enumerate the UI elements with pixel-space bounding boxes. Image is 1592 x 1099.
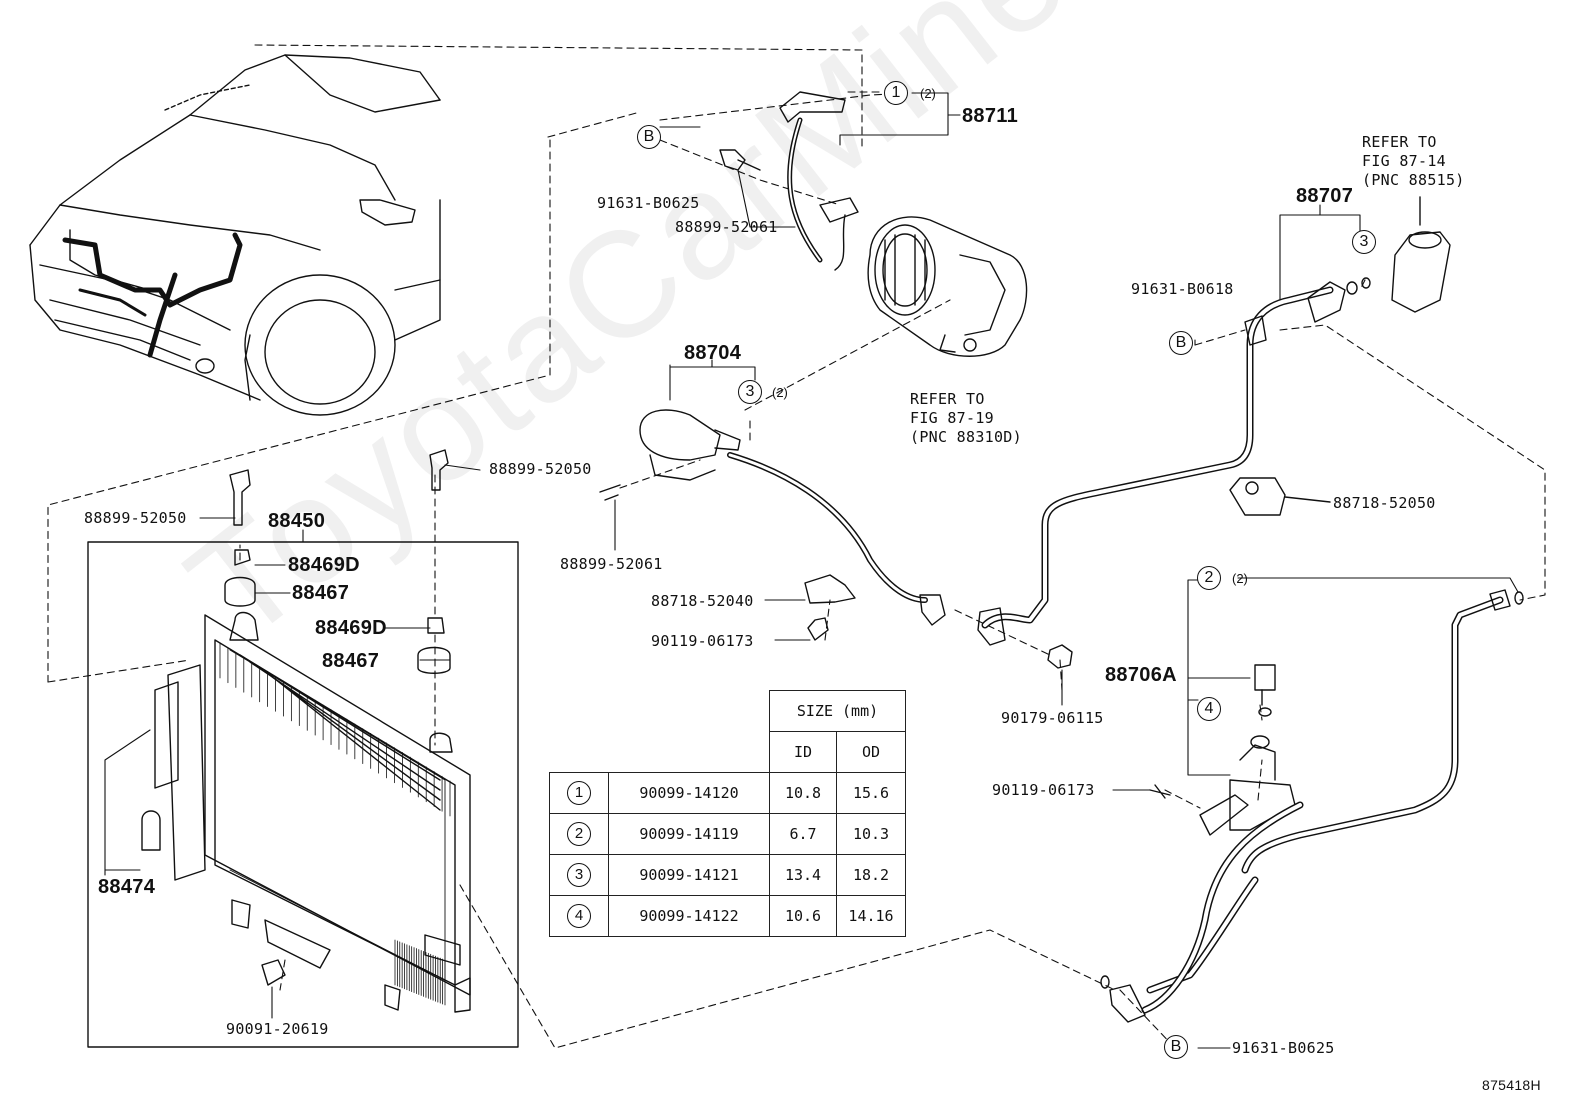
row-id: 13.4 xyxy=(769,854,837,896)
row-key: 4 xyxy=(567,904,591,928)
table-row: 3 90099-14121 13.4 18.2 xyxy=(549,854,906,896)
condenser-fins xyxy=(219,642,451,1006)
label-88469d-mid: 88469D xyxy=(315,617,387,639)
ref-expansion-valve: REFER TO FIG 87-14 (PNC 88515) xyxy=(1362,133,1465,189)
expansion-valve xyxy=(1391,196,1451,313)
discharge-hose-88711 xyxy=(719,91,859,271)
label-88899-52050-right: 88899-52050 xyxy=(489,460,592,478)
label-88707: 88707 xyxy=(1296,185,1354,207)
size-table: SIZE (mm) ID OD 1 90099-14120 10.8 15.6 … xyxy=(549,690,906,937)
label-88469d-top: 88469D xyxy=(288,554,360,576)
condenser-frame xyxy=(87,541,519,1048)
row-od: 18.2 xyxy=(836,854,906,896)
figure-id: 875418H xyxy=(1482,1077,1541,1093)
ref-compressor: REFER TO FIG 87-19 (PNC 88310D) xyxy=(910,390,1022,446)
row-key: 2 xyxy=(567,822,591,846)
label-91631-b0625-top: 91631-B0625 xyxy=(597,194,700,212)
label-88899-52050-left: 88899-52050 xyxy=(84,509,187,527)
label-88474: 88474 xyxy=(98,876,156,898)
row-od: 14.16 xyxy=(836,895,906,937)
dash-leaders xyxy=(47,44,1546,1049)
label-91631-b0625-bottom: 91631-B0625 xyxy=(1232,1039,1335,1057)
table-row: 4 90099-14122 10.6 14.16 xyxy=(549,895,906,937)
label-88718-52040: 88718-52040 xyxy=(651,592,754,610)
vehicle-illustration xyxy=(29,54,441,416)
row-key: 1 xyxy=(567,781,591,805)
label-88718-52050: 88718-52050 xyxy=(1333,494,1436,512)
row-id: 10.8 xyxy=(769,772,837,814)
row-key: 3 xyxy=(567,863,591,887)
label-88899-52061-mid: 88899-52061 xyxy=(560,555,663,573)
table-row: 2 90099-14119 6.7 10.3 xyxy=(549,813,906,855)
row-id: 10.6 xyxy=(769,895,837,937)
callout-3-top: 3 xyxy=(1352,230,1376,254)
qty-callout-1: (2) xyxy=(920,86,936,101)
clamp-88718-52050 xyxy=(1229,477,1331,516)
discharge-tube xyxy=(1100,589,1524,1023)
small-fasteners xyxy=(224,449,1073,986)
label-90119-06173-right: 90119-06173 xyxy=(992,781,1095,799)
label-90179-06115: 90179-06115 xyxy=(1001,709,1104,727)
callout-b-top: B xyxy=(637,125,661,149)
label-88706a: 88706A xyxy=(1105,664,1177,686)
callout-3-mid: 3 xyxy=(738,380,762,404)
label-88704: 88704 xyxy=(684,342,742,364)
callout-2: 2 xyxy=(1197,566,1221,590)
leader-lines xyxy=(104,92,1519,1049)
label-88450: 88450 xyxy=(268,510,326,532)
row-part: 90099-14120 xyxy=(608,772,770,814)
label-88467-top: 88467 xyxy=(292,582,350,604)
od-header: OD xyxy=(836,731,906,773)
label-88899-52061-top: 88899-52061 xyxy=(675,218,778,236)
label-90091-20619: 90091-20619 xyxy=(226,1020,329,1038)
compressor xyxy=(867,216,1028,357)
row-id: 6.7 xyxy=(769,813,837,855)
label-88711: 88711 xyxy=(962,105,1019,127)
size-header: SIZE (mm) xyxy=(769,690,906,732)
callout-b-right: B xyxy=(1169,331,1193,355)
condenser xyxy=(141,611,471,1013)
id-header: ID xyxy=(769,731,837,773)
table-row: 1 90099-14120 10.8 15.6 xyxy=(549,772,906,814)
callout-b-bottom: B xyxy=(1164,1035,1188,1059)
row-od: 10.3 xyxy=(836,813,906,855)
qty-callout-3: (2) xyxy=(772,385,788,400)
label-91631-b0618: 91631-B0618 xyxy=(1131,280,1234,298)
refrigerant-tube-88707 xyxy=(977,277,1371,646)
suction-hose-88704 xyxy=(599,409,946,626)
label-88467-mid: 88467 xyxy=(322,650,380,672)
row-od: 15.6 xyxy=(836,772,906,814)
row-part: 90099-14121 xyxy=(608,854,770,896)
label-90119-06173-mid: 90119-06173 xyxy=(651,632,754,650)
qty-callout-2: (2) xyxy=(1232,571,1248,586)
callout-4: 4 xyxy=(1197,697,1221,721)
row-part: 90099-14119 xyxy=(608,813,770,855)
callout-1: 1 xyxy=(884,81,908,105)
row-part: 90099-14122 xyxy=(608,895,770,937)
